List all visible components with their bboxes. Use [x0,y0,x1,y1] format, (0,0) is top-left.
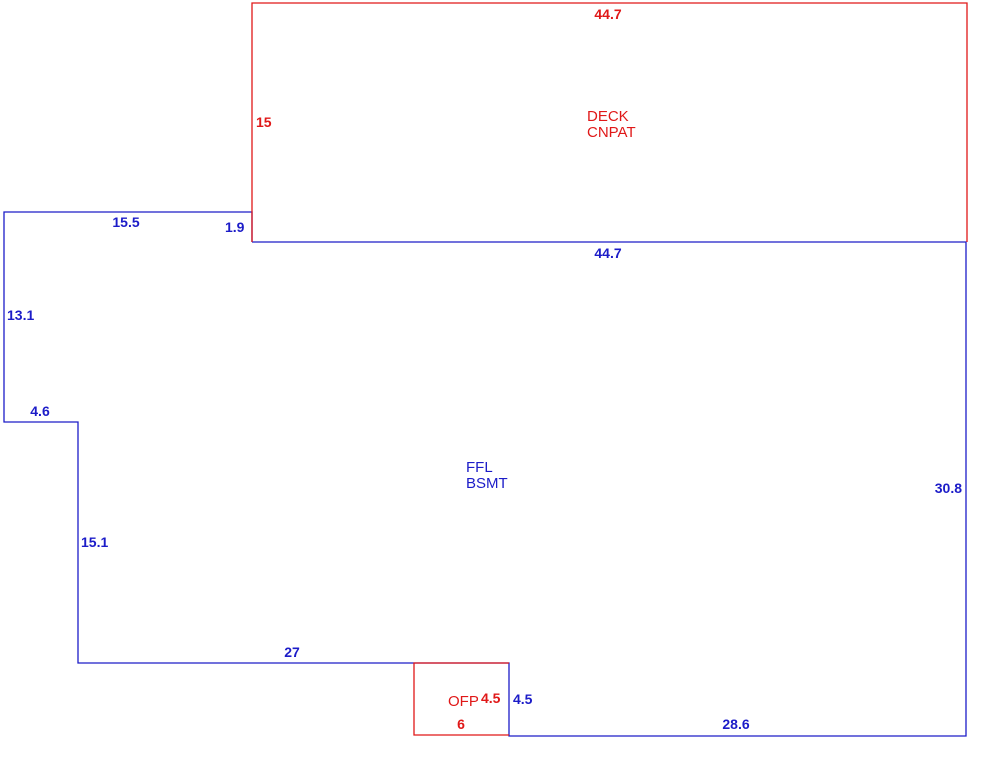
deck-area-sublabel: CNPAT [587,124,636,141]
main-bottom-right-dimension: 28.6 [722,716,749,732]
main-right-dimension: 30.8 [935,480,962,496]
main-left-top-dimension: 15.5 [112,214,139,230]
main-left-side-dimension: 13.1 [7,307,34,323]
main-left-lower-dimension: 15.1 [81,534,108,550]
porch-side-red-dimension: 4.5 [481,690,501,706]
main-area-sublabel: BSMT [466,475,508,492]
main-top-dimension: 44.7 [594,245,621,261]
porch-area-label: OFP [448,693,479,710]
deck-area-label: DECK [587,108,629,125]
porch-outline [413,662,509,736]
deck-outline [251,2,968,242]
main-bottom-left-dimension: 27 [284,644,300,660]
porch-side-blue-dimension: 4.5 [513,691,533,707]
main-area-label: FFL [466,459,493,476]
deck-left-dimension: 15 [256,114,272,130]
main-notch-dimension: 4.6 [30,403,50,419]
main-building-outline [3,211,967,737]
deck-top-dimension: 44.7 [594,6,621,22]
main-step-dimension: 1.9 [225,219,245,235]
porch-bottom-dimension: 6 [457,716,465,732]
